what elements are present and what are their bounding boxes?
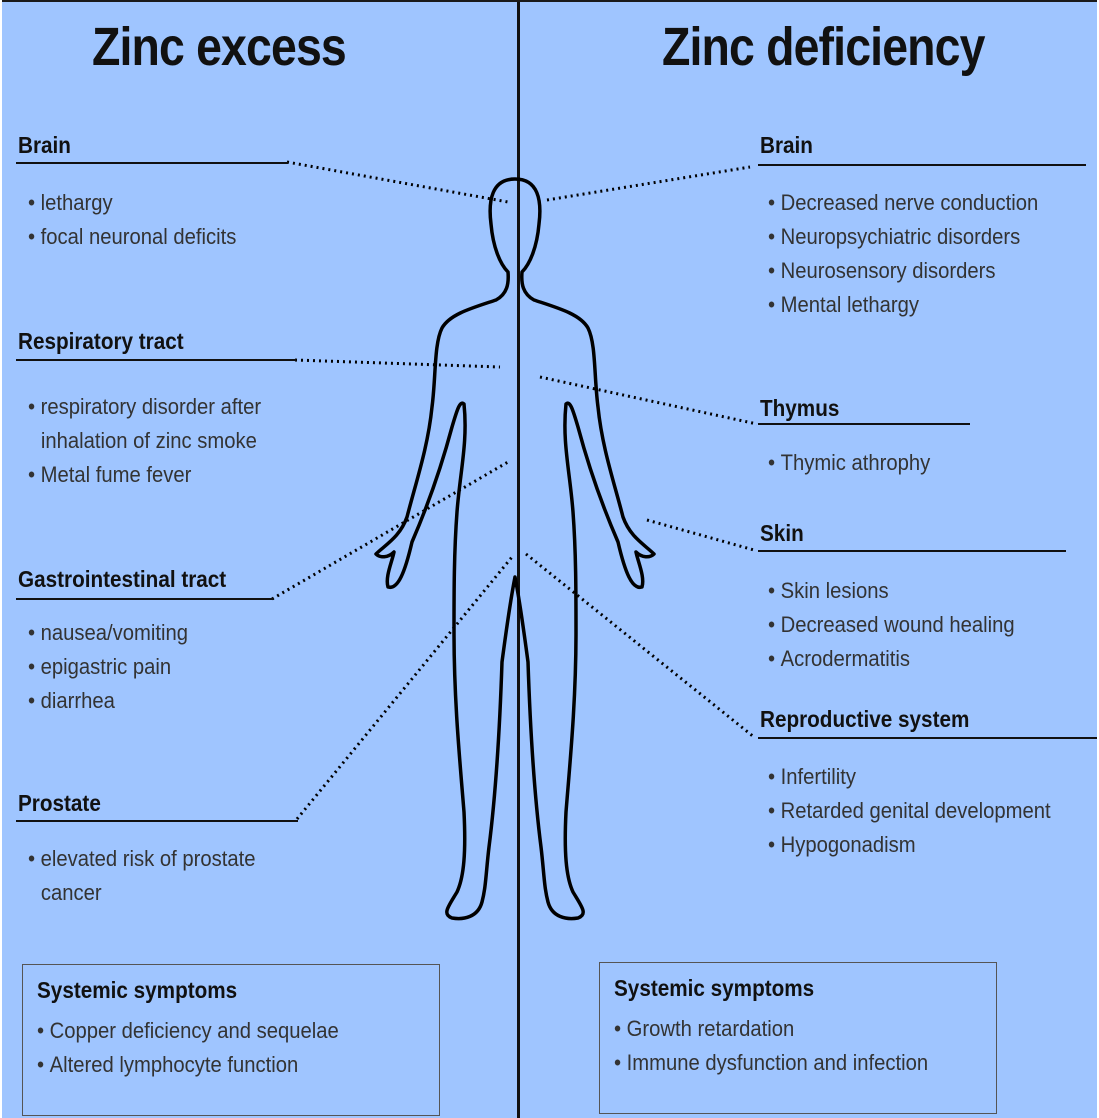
list-gastrointestinal-tract: nausea/vomiting epigastric pain diarrhea bbox=[28, 616, 202, 718]
list-item: Acrodermatitis bbox=[768, 642, 1015, 676]
connector-skin bbox=[647, 520, 754, 550]
list-item: Immune dysfunction and infection bbox=[614, 1046, 965, 1080]
heading-brain-deficiency: Brain bbox=[760, 132, 813, 159]
list-item: Growth retardation bbox=[614, 1012, 965, 1046]
list-item: Hypogonadism bbox=[768, 828, 1051, 862]
rule-gastrointestinal-tract bbox=[16, 598, 274, 600]
list-item: Copper deficiency and sequelae bbox=[37, 1014, 407, 1048]
list-systemic-symptoms-deficiency: Growth retardation Immune dysfunction an… bbox=[614, 1012, 996, 1080]
list-item: Thymic athrophy bbox=[768, 446, 930, 480]
list-item: lethargy bbox=[28, 186, 236, 220]
heading-thymus: Thymus bbox=[760, 395, 839, 422]
list-respiratory-tract: respiratory disorder after inhalation of… bbox=[28, 390, 281, 492]
list-item: focal neuronal deficits bbox=[28, 220, 236, 254]
list-brain-excess: lethargy focal neuronal deficits bbox=[28, 186, 255, 254]
list-item: Altered lymphocyte function bbox=[37, 1048, 407, 1082]
connector-prostate bbox=[297, 557, 512, 819]
systemic-symptoms-deficiency-box: Systemic symptoms Growth retardation Imm… bbox=[599, 962, 997, 1114]
title-zinc-deficiency: Zinc deficiency bbox=[662, 16, 985, 78]
rule-skin bbox=[758, 550, 1066, 552]
connector-brain-left bbox=[287, 162, 508, 202]
list-item: Retarded genital development bbox=[768, 794, 1051, 828]
heading-respiratory-tract: Respiratory tract bbox=[18, 328, 184, 355]
list-item: Infertility bbox=[768, 760, 1051, 794]
list-item: Mental lethargy bbox=[768, 288, 1038, 322]
heading-systemic-symptoms-deficiency: Systemic symptoms bbox=[614, 975, 958, 1002]
heading-reproductive-system: Reproductive system bbox=[760, 706, 969, 733]
list-prostate: elevated risk of prostate cancer bbox=[28, 842, 275, 910]
list-item: diarrhea bbox=[28, 684, 188, 718]
list-item: nausea/vomiting bbox=[28, 616, 188, 650]
connector-thymus bbox=[540, 377, 757, 424]
connector-gastrointestinal bbox=[272, 462, 508, 599]
heading-gastrointestinal-tract: Gastrointestinal tract bbox=[18, 566, 226, 593]
list-item: Decreased wound healing bbox=[768, 608, 1015, 642]
rule-prostate bbox=[16, 820, 298, 822]
connector-reproductive bbox=[526, 554, 754, 737]
human-body-outline bbox=[376, 179, 654, 919]
list-item: Skin lesions bbox=[768, 574, 1015, 608]
list-thymus: Thymic athrophy bbox=[768, 446, 944, 480]
rule-respiratory-tract bbox=[16, 359, 296, 361]
rule-brain-deficiency bbox=[758, 164, 1086, 166]
connector-lines bbox=[272, 162, 757, 819]
list-item: Neuropsychiatric disorders bbox=[768, 220, 1038, 254]
list-item: elevated risk of prostate bbox=[28, 842, 255, 876]
rule-brain-excess bbox=[16, 162, 288, 164]
list-item: cancer bbox=[28, 876, 255, 910]
connector-brain-right bbox=[547, 167, 750, 200]
heading-prostate: Prostate bbox=[18, 790, 101, 817]
heading-brain-excess: Brain bbox=[18, 132, 71, 159]
list-item: inhalation of zinc smoke bbox=[28, 424, 261, 458]
list-reproductive-system: Infertility Retarded genital development… bbox=[768, 760, 1075, 862]
list-item: respiratory disorder after bbox=[28, 390, 261, 424]
list-item: Decreased nerve conduction bbox=[768, 186, 1038, 220]
title-zinc-excess: Zinc excess bbox=[92, 16, 346, 78]
list-item: epigastric pain bbox=[28, 650, 188, 684]
heading-skin: Skin bbox=[760, 520, 804, 547]
systemic-symptoms-excess-box: Systemic symptoms Copper deficiency and … bbox=[22, 964, 440, 1116]
list-item: Metal fume fever bbox=[28, 458, 261, 492]
heading-systemic-symptoms-excess: Systemic symptoms bbox=[37, 977, 399, 1004]
list-brain-deficiency: Decreased nerve conduction Neuropsychiat… bbox=[768, 186, 1062, 322]
list-skin: Skin lesions Decreased wound healing Acr… bbox=[768, 574, 1036, 676]
rule-thymus bbox=[758, 423, 970, 425]
rule-reproductive-system bbox=[758, 737, 1097, 739]
connector-respiratory bbox=[295, 360, 500, 367]
list-item: Neurosensory disorders bbox=[768, 254, 1038, 288]
list-systemic-symptoms-excess: Copper deficiency and sequelae Altered l… bbox=[37, 1014, 439, 1082]
